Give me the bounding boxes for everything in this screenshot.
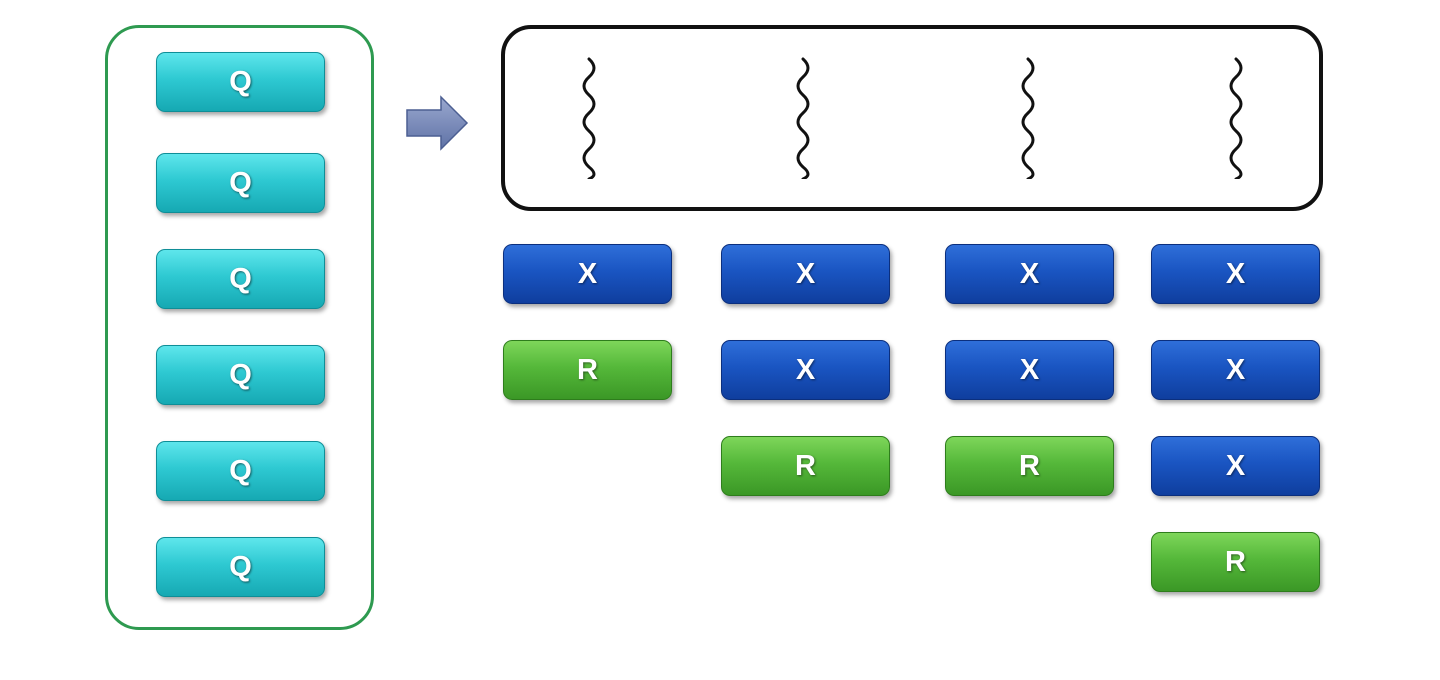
queue-block-label: Q [229,550,252,583]
task-block-label: X [795,353,816,386]
task-block-label: X [1019,257,1040,290]
task-block-label: X [1225,449,1246,482]
queue-block-label: Q [229,454,252,487]
task-block-x: X [1151,244,1320,304]
task-block-x: X [945,244,1114,304]
task-block-label: X [1019,353,1040,386]
queue-block: Q [156,249,325,309]
task-block-x: X [1151,340,1320,400]
task-block-label: X [1225,257,1246,290]
queue-block-label: Q [229,65,252,98]
queue-block-label: Q [229,166,252,199]
thread-squiggle-icon [1229,57,1243,179]
task-block-x: X [1151,436,1320,496]
queue-block: Q [156,52,325,112]
result-block-label: R [1019,449,1040,482]
queue-block-label: Q [229,358,252,391]
queue-block: Q [156,345,325,405]
task-block-label: X [795,257,816,290]
task-block-x: X [945,340,1114,400]
thread-pool-panel [501,25,1323,211]
thread-squiggle-icon [1021,57,1035,179]
result-block-r: R [721,436,890,496]
result-block-label: R [577,353,598,386]
queue-block-label: Q [229,262,252,295]
queue-block: Q [156,153,325,213]
right-arrow-icon [406,95,469,151]
task-block-x: X [503,244,672,304]
thread-squiggle-icon [796,57,810,179]
queue-block: Q [156,537,325,597]
result-block-label: R [795,449,816,482]
task-block-x: X [721,244,890,304]
task-block-x: X [721,340,890,400]
queue-panel [105,25,374,630]
queue-block: Q [156,441,325,501]
task-block-label: X [1225,353,1246,386]
result-block-label: R [1225,545,1246,578]
thread-squiggle-icon [582,57,596,179]
result-block-r: R [1151,532,1320,592]
result-block-r: R [503,340,672,400]
result-block-r: R [945,436,1114,496]
task-block-label: X [577,257,598,290]
